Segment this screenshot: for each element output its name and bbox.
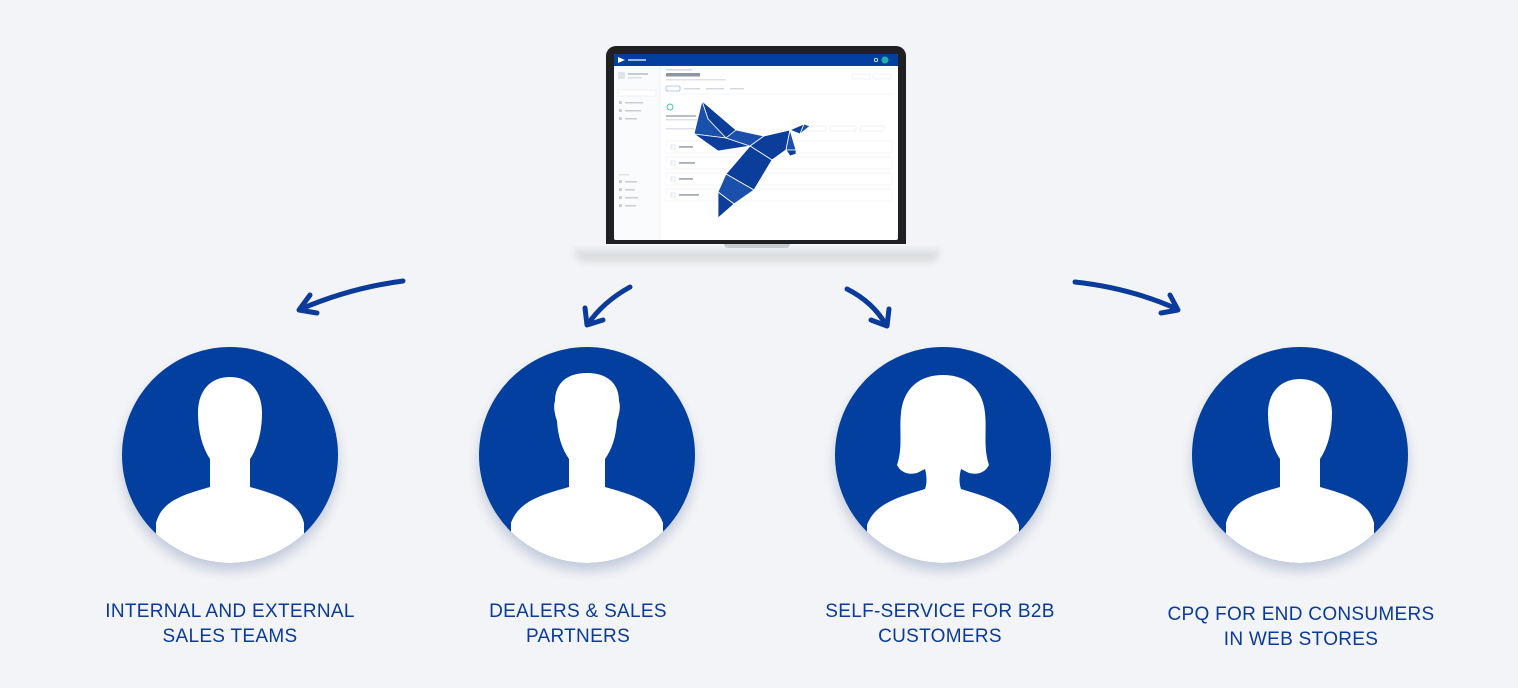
app-top-bar xyxy=(614,54,898,66)
caption-dealers: DEALERS & SALES PARTNERS xyxy=(408,599,748,649)
search-icon xyxy=(873,58,878,63)
laptop-notch xyxy=(724,244,790,248)
caption-line: SELF-SERVICE FOR B2B xyxy=(825,601,1055,622)
workspace-icon xyxy=(618,72,625,79)
female-user-icon xyxy=(867,375,1019,563)
sidebar-select xyxy=(617,89,657,97)
male-user-icon xyxy=(511,373,663,563)
male-user-icon xyxy=(1226,379,1374,563)
caption-line: SALES TEAMS xyxy=(162,626,298,647)
caption-line: INTERNAL AND EXTERNAL xyxy=(105,601,355,622)
laptop-mockup xyxy=(574,46,940,260)
page-title-placeholder xyxy=(666,73,700,77)
caption-line: DEALERS & SALES xyxy=(489,601,667,622)
persona-dealers xyxy=(479,347,695,563)
arrow-to-web-stores xyxy=(1072,279,1181,316)
persona-b2b-customers xyxy=(835,347,1051,563)
arrow-to-dealers xyxy=(582,284,633,328)
app-logo-icon xyxy=(618,57,625,63)
laptop-base xyxy=(574,244,940,256)
laptop-bezel xyxy=(606,46,906,246)
persona-web-stores xyxy=(1192,347,1408,563)
app-name-placeholder xyxy=(628,59,646,61)
caption-line: IN WEB STORES xyxy=(1223,629,1379,650)
caption-b2b-customers: SELF-SERVICE FOR B2B CUSTOMERS xyxy=(770,599,1110,649)
caption-line: PARTNERS xyxy=(525,626,631,647)
arrow-to-sales-teams xyxy=(296,278,406,316)
tab-active xyxy=(665,85,681,92)
origami-bird-icon xyxy=(693,100,811,219)
user-avatar xyxy=(881,56,889,64)
arrow-to-b2b-customers xyxy=(844,286,892,329)
configurator-screenshot xyxy=(614,54,898,240)
caption-line: CPQ FOR END CONSUMERS xyxy=(1167,604,1435,625)
male-user-icon xyxy=(156,377,304,563)
caption-sales-teams: INTERNAL AND EXTERNAL SALES TEAMS xyxy=(60,599,400,649)
caption-line: CUSTOMERS xyxy=(878,626,1002,647)
persona-sales-teams xyxy=(122,347,338,563)
caption-web-stores: CPQ FOR END CONSUMERS IN WEB STORES xyxy=(1131,602,1471,652)
laptop-screen xyxy=(614,54,898,240)
